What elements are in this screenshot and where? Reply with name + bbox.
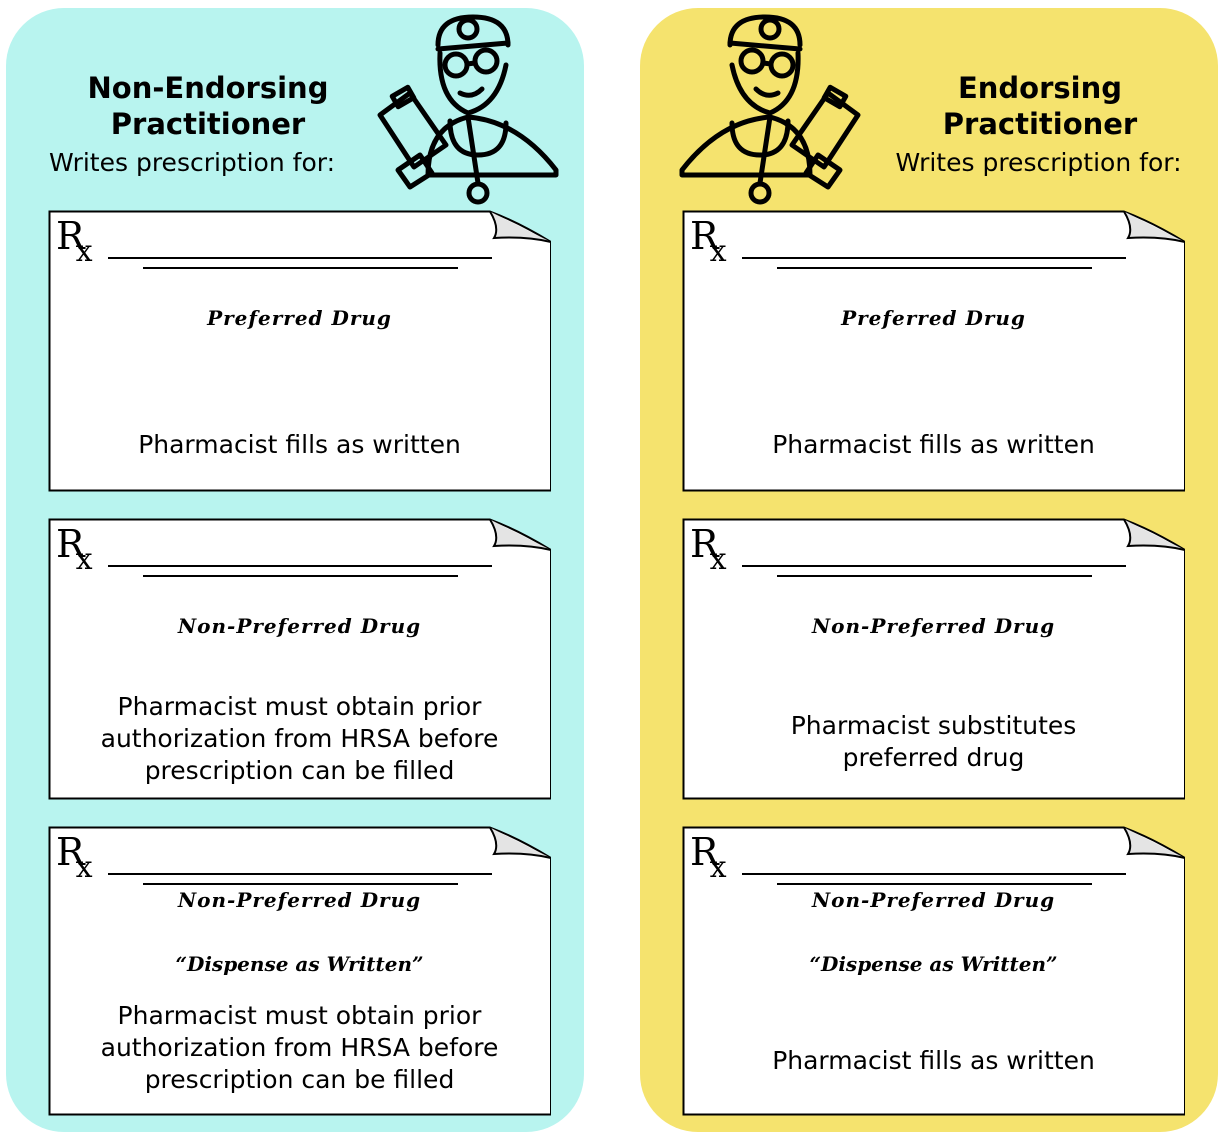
pharmacist-action: Pharmacist fills as written	[772, 430, 1095, 459]
heading-title-line2: Practitioner	[110, 107, 306, 141]
heading-title-line2: Practitioner	[942, 107, 1138, 141]
pharmacist-action: Pharmacist fills as written	[138, 430, 461, 459]
dispense-as-written: “Dispense as Written”	[175, 952, 424, 976]
prescription-pad-icon	[682, 210, 1185, 492]
non-endorsing-heading: Non-Endorsing Practitioner	[58, 70, 358, 142]
prescription-card: Rx Non-Preferred Drug “Dispense as Writt…	[682, 826, 1185, 1116]
drug-type: Preferred Drug	[841, 306, 1026, 330]
rx-symbol: Rx	[56, 214, 93, 269]
rx-symbol: Rx	[56, 522, 93, 577]
prescription-card: Rx Preferred Drug Pharmacist fills as wr…	[682, 210, 1185, 492]
endorsing-heading: Endorsing Practitioner	[890, 70, 1190, 142]
rx-symbol: Rx	[56, 830, 93, 885]
drug-type: Non-Preferred Drug	[811, 888, 1056, 912]
heading-subtitle: Writes prescription for:	[895, 148, 1182, 177]
prescription-pad-icon	[682, 826, 1185, 1116]
prescription-pad-icon	[48, 518, 551, 800]
drug-type: Preferred Drug	[207, 306, 392, 330]
drug-type: Non-Preferred Drug	[177, 614, 422, 638]
rx-symbol: Rx	[690, 214, 727, 269]
doctor-with-clipboard-icon	[377, 14, 559, 205]
doctor-with-clipboard-icon	[679, 14, 861, 205]
rx-symbol: Rx	[690, 522, 727, 577]
drug-type: Non-Preferred Drug	[177, 888, 422, 912]
heading-subtitle: Writes prescription for:	[48, 148, 335, 177]
heading-title-line1: Non-Endorsing	[87, 71, 329, 105]
prescription-card: Rx Non-Preferred Drug Pharmacist substit…	[682, 518, 1185, 800]
prescription-pad-icon	[48, 210, 551, 492]
prescription-card: Rx Non-Preferred Drug “Dispense as Writt…	[48, 826, 551, 1116]
dispense-as-written: “Dispense as Written”	[809, 952, 1058, 976]
prescription-pad-icon	[48, 826, 551, 1116]
pharmacist-action: Pharmacist fills as written	[772, 1046, 1095, 1075]
prescription-pad-icon	[682, 518, 1185, 800]
heading-title-line1: Endorsing	[957, 71, 1123, 105]
prescription-card: Rx Non-Preferred Drug Pharmacist must ob…	[48, 518, 551, 800]
rx-symbol: Rx	[690, 830, 727, 885]
drug-type: Non-Preferred Drug	[811, 614, 1056, 638]
prescription-card: Rx Preferred Drug Pharmacist fills as wr…	[48, 210, 551, 492]
